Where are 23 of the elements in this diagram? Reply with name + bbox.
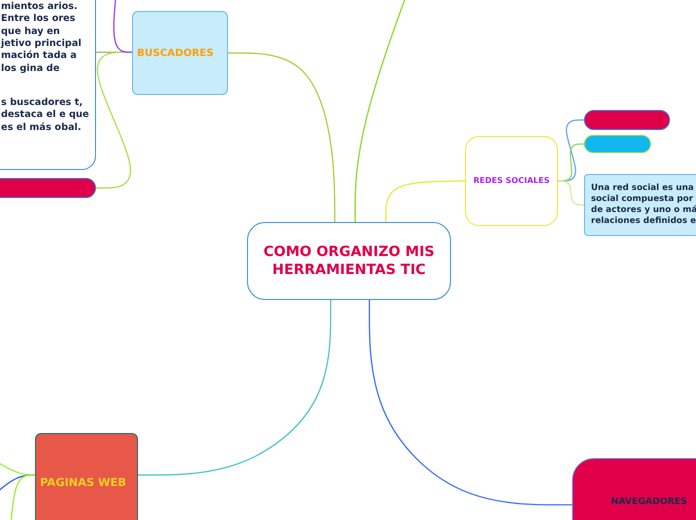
note-text: mientos arios. Entre los ores que hay en jetivo principal mación tada a los gina de xyxy=(1,1,82,76)
connector-line xyxy=(385,180,465,222)
pill-box xyxy=(584,110,670,130)
topic-label: NAVEGADORES xyxy=(611,497,688,509)
topic-label: COMO ORGANIZO MIS HERRAMIENTAS TIC xyxy=(262,242,436,280)
connector-line xyxy=(96,52,132,189)
topic-label: BUSCADORES xyxy=(137,46,215,60)
connector-line xyxy=(228,52,336,222)
pill-box xyxy=(584,135,651,153)
note-card xyxy=(0,0,96,170)
topic-box xyxy=(35,433,138,520)
topic-box xyxy=(465,136,558,226)
connector-line xyxy=(138,300,332,476)
pill-box xyxy=(0,178,96,198)
connector-line xyxy=(113,0,132,53)
connector-line xyxy=(9,474,35,520)
topic-label: REDES SOCIALES xyxy=(472,176,551,186)
topic-box xyxy=(132,11,228,95)
topic-label: PAGINAS WEB xyxy=(40,476,128,490)
connector-line xyxy=(368,300,572,506)
note-card xyxy=(584,174,696,236)
central-topic-box xyxy=(247,222,451,300)
note-text: s buscadores t, destaca el e que es el más obal. xyxy=(1,97,90,134)
